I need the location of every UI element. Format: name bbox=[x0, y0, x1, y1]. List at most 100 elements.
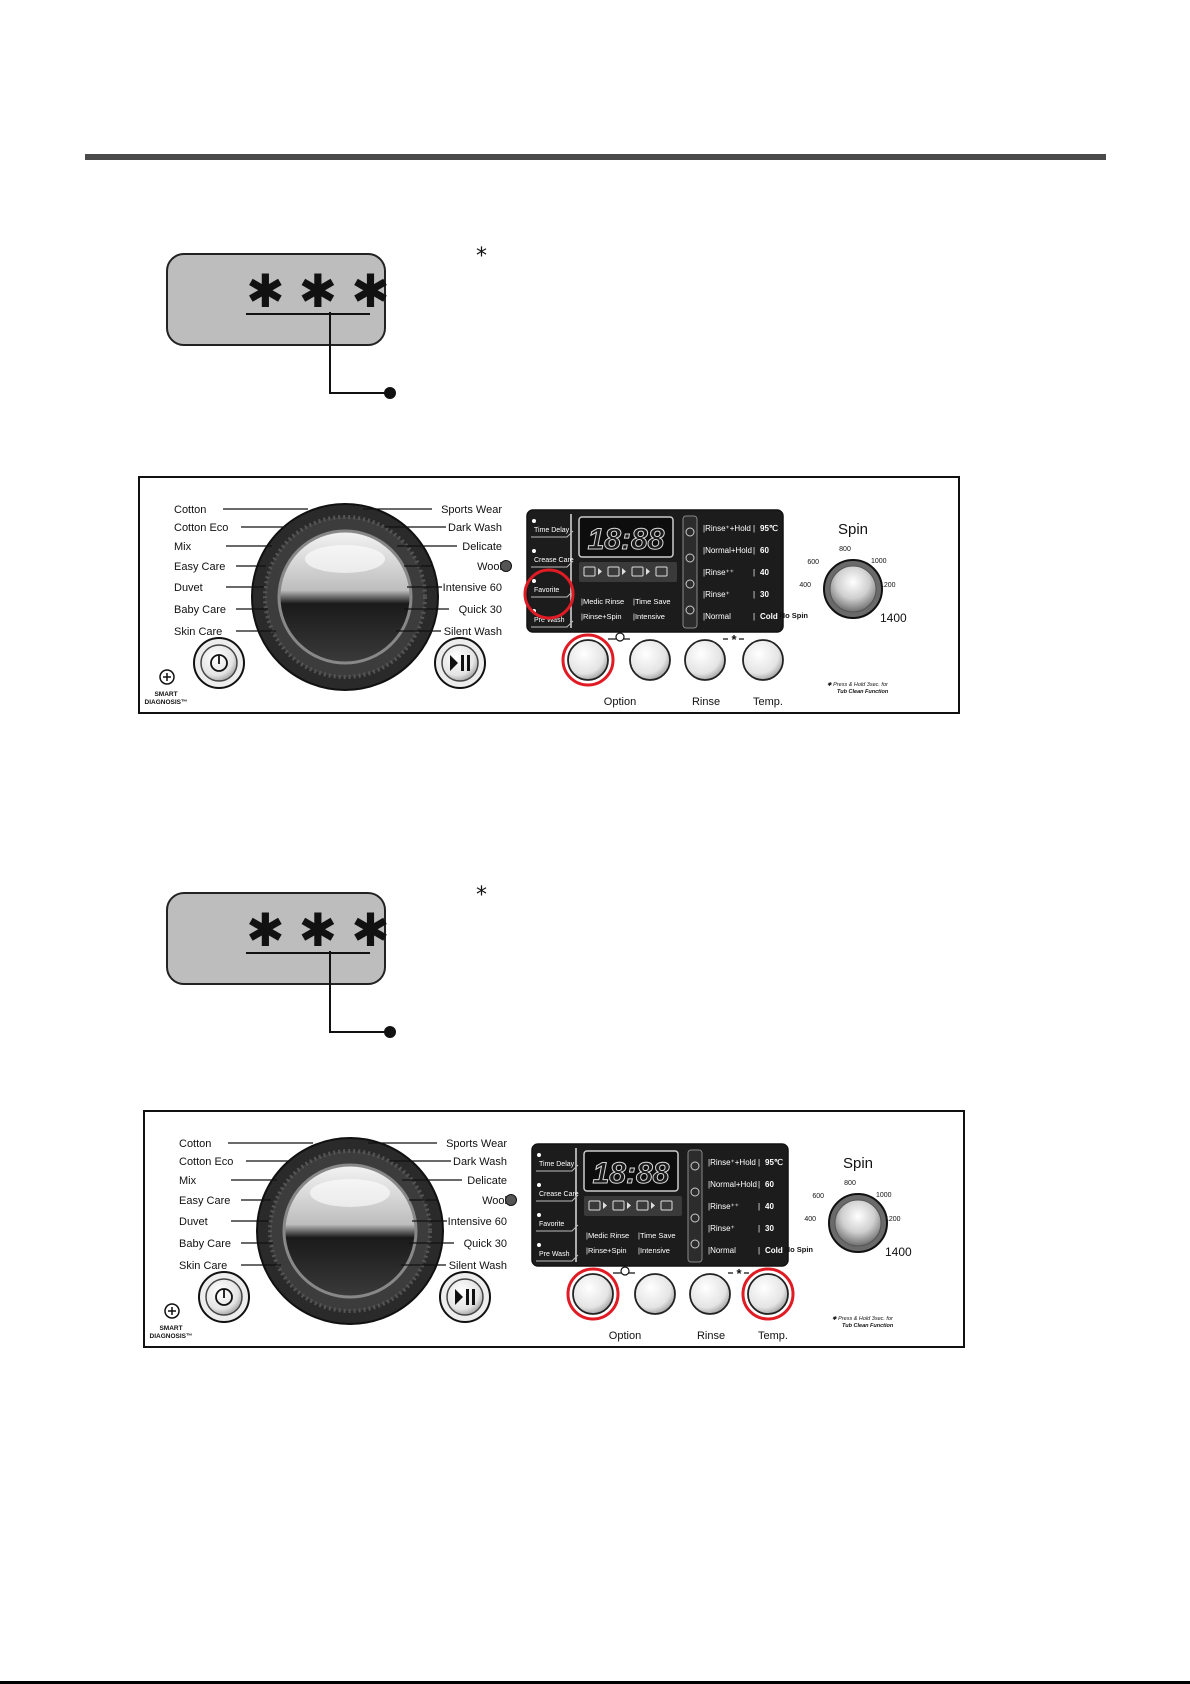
option-tick bbox=[536, 1254, 579, 1262]
chevron-right-icon bbox=[646, 568, 650, 575]
option-button-2[interactable] bbox=[634, 1273, 676, 1315]
option-button[interactable] bbox=[572, 1273, 614, 1315]
pause-icon-bar-1 bbox=[461, 655, 464, 671]
start-pause-button-face bbox=[446, 1278, 484, 1316]
program-label-left: Easy Care bbox=[174, 561, 225, 573]
status-icon-column bbox=[687, 1149, 703, 1263]
spin-label: Spin bbox=[838, 521, 868, 538]
column-divider: | bbox=[758, 1246, 760, 1255]
rinse-button[interactable] bbox=[689, 1273, 731, 1315]
cycle-stage-icon bbox=[655, 566, 668, 577]
option-tick bbox=[531, 590, 574, 598]
column-divider: | bbox=[753, 590, 755, 599]
smart-diagnosis-label: DIAGNOSIS™ bbox=[150, 1333, 193, 1340]
program-label-left: Baby Care bbox=[174, 604, 226, 616]
time-display-digits: 18:88 bbox=[588, 523, 665, 556]
temp-button[interactable] bbox=[747, 1273, 789, 1315]
highlight-option-button bbox=[561, 633, 615, 687]
extra-option-label: |Time Save bbox=[638, 1231, 676, 1240]
spin-speed-label: 1000 bbox=[876, 1192, 892, 1199]
option-button-label: Option bbox=[604, 696, 636, 708]
time-display-digits: 18:88 bbox=[593, 1157, 670, 1190]
program-label-right: Quick 30 bbox=[464, 1238, 507, 1250]
program-label-left: Easy Care bbox=[179, 1195, 230, 1207]
temp-option-label: Cold bbox=[765, 1246, 783, 1255]
rinse-option-label: |Rinse⁺+Hold bbox=[708, 1158, 756, 1167]
rinse-button[interactable] bbox=[684, 639, 726, 681]
rinse-option-label: |Normal+Hold bbox=[703, 546, 752, 555]
spin-dial-knob[interactable] bbox=[829, 565, 877, 613]
option-button-2[interactable] bbox=[629, 639, 671, 681]
play-icon bbox=[450, 655, 458, 671]
column-divider: | bbox=[758, 1202, 760, 1211]
program-label-right: Silent Wash bbox=[449, 1260, 507, 1272]
extra-option-label: |Time Save bbox=[633, 597, 671, 606]
program-label-right: Delicate bbox=[467, 1175, 507, 1187]
spin-speed-label: 1000 bbox=[871, 558, 887, 565]
program-label-right: Quick 30 bbox=[459, 604, 502, 616]
program-label-right: Intensive 60 bbox=[443, 582, 502, 594]
rinse-option-label: |Normal+Hold bbox=[708, 1180, 757, 1189]
lcd-display-callout-2: ✱✱✱ bbox=[166, 892, 390, 985]
option-tick bbox=[536, 1194, 579, 1202]
temp-option-label: 30 bbox=[765, 1224, 774, 1233]
spin-speed-label: 1400 bbox=[885, 1245, 912, 1259]
program-label-right: Dark Wash bbox=[448, 522, 502, 534]
rinse-button-label: Rinse bbox=[697, 1330, 725, 1342]
door-lock-icon bbox=[685, 527, 695, 537]
rinse-button-label: Rinse bbox=[692, 696, 720, 708]
cycle-progress-bar bbox=[579, 562, 677, 582]
program-label-left: Cotton bbox=[174, 504, 206, 516]
column-divider: | bbox=[758, 1180, 760, 1189]
pause-icon-bar-2 bbox=[472, 1289, 475, 1305]
play-icon bbox=[455, 1289, 463, 1305]
cycle-stage-icon bbox=[607, 566, 620, 577]
column-divider: | bbox=[758, 1158, 760, 1167]
lcd-stars-2: ✱✱✱ bbox=[246, 903, 404, 957]
program-label-left: Cotton Eco bbox=[179, 1156, 233, 1168]
child-lock-icon bbox=[685, 579, 695, 589]
extra-option-label: |Rinse+Spin bbox=[581, 612, 622, 621]
option-label-pre-wash: Pre Wash bbox=[534, 617, 565, 624]
chevron-right-icon bbox=[598, 568, 602, 575]
cycle-stage-icon bbox=[583, 566, 596, 577]
spin-speed-label: 800 bbox=[839, 546, 851, 553]
wifi-icon bbox=[690, 1187, 700, 1197]
extra-option-label: |Medic Rinse bbox=[586, 1231, 629, 1240]
temp-option-label: 40 bbox=[760, 568, 769, 577]
rinse-option-label: |Rinse⁺ bbox=[703, 590, 730, 599]
option-led bbox=[532, 519, 536, 523]
extra-option-label: |Intensive bbox=[633, 612, 665, 621]
program-label-right: Sports Wear bbox=[446, 1138, 507, 1150]
program-dial-highlight bbox=[310, 1179, 390, 1207]
temp-button[interactable] bbox=[742, 639, 784, 681]
option-tick bbox=[536, 1164, 579, 1172]
spin-speed-label: 600 bbox=[812, 1193, 824, 1200]
program-label-left: Duvet bbox=[174, 582, 203, 594]
cycle-stage-icon bbox=[631, 566, 644, 577]
option-label-time-delay: Time Delay bbox=[539, 1161, 575, 1168]
column-divider: | bbox=[753, 612, 755, 621]
option-label-time-delay: Time Delay bbox=[534, 527, 570, 534]
tub-clean-asterisk: * bbox=[736, 1266, 742, 1281]
program-label-right: Silent Wash bbox=[444, 626, 502, 638]
time-display bbox=[578, 516, 674, 558]
cycle-stage-icon bbox=[636, 1200, 649, 1211]
option-label-crease-care: Crease Care bbox=[539, 1191, 579, 1198]
spin-dial-knob[interactable] bbox=[834, 1199, 882, 1247]
spin-speed-label: 800 bbox=[844, 1180, 856, 1187]
extra-option-label: |Rinse+Spin bbox=[586, 1246, 627, 1255]
tub-clean-asterisk: * bbox=[731, 632, 737, 647]
highlight-option-button bbox=[566, 1267, 620, 1321]
option-led bbox=[532, 549, 536, 553]
option-button[interactable] bbox=[567, 639, 609, 681]
temp-button-label: Temp. bbox=[758, 1330, 788, 1342]
program-label-left: Skin Care bbox=[174, 626, 222, 638]
cycle-stage-icon bbox=[588, 1200, 601, 1211]
note-asterisk-2: * bbox=[476, 883, 487, 908]
footer-rule bbox=[0, 1681, 1190, 1684]
rinse-option-label: |Rinse⁺ bbox=[708, 1224, 735, 1233]
program-label-left: Mix bbox=[179, 1175, 197, 1187]
smart-diagnosis-cross bbox=[168, 1307, 176, 1315]
